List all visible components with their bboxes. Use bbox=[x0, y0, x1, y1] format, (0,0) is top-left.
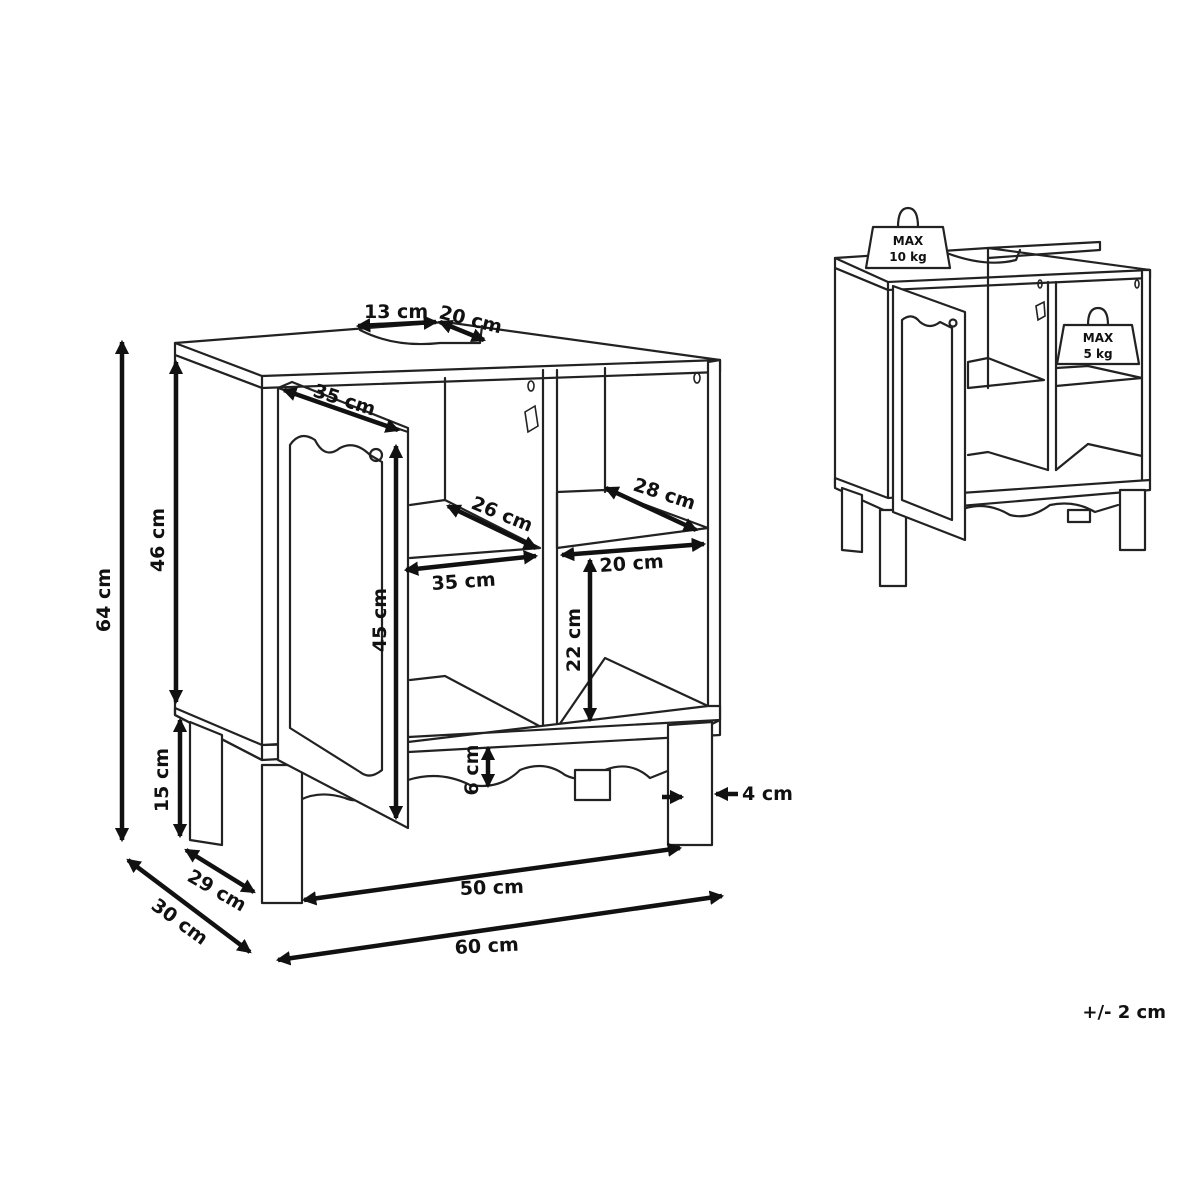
right-side-panel bbox=[706, 358, 722, 728]
label-35cm-shelf: 35 cm bbox=[431, 569, 497, 595]
weight-shelf-line2: 5 kg bbox=[1083, 347, 1112, 361]
weight-icon-top: MAX 10 kg bbox=[864, 206, 952, 270]
dim-arrow-28cm bbox=[604, 485, 698, 533]
top-cutout bbox=[358, 324, 484, 346]
door-glass-panel bbox=[288, 434, 384, 777]
label-45cm: 45 cm bbox=[369, 588, 391, 652]
label-28cm: 28 cm bbox=[630, 474, 698, 515]
weight-top-line2: 10 kg bbox=[889, 250, 926, 264]
left-side-panel bbox=[173, 353, 264, 762]
label-60cm: 60 cm bbox=[454, 934, 519, 959]
label-4cm: 4 cm bbox=[742, 783, 793, 805]
label-22cm: 22 cm bbox=[563, 608, 585, 672]
dim-arrow-13cm bbox=[355, 315, 439, 333]
label-20cm-shelf: 20 cm bbox=[599, 551, 665, 577]
weight-shelf-line1: MAX bbox=[1083, 331, 1114, 345]
label-30cm: 30 cm bbox=[147, 894, 212, 949]
right-shelf bbox=[555, 488, 710, 550]
dim-arrow-30cm bbox=[126, 858, 252, 954]
back-left-leg bbox=[188, 720, 224, 847]
label-6cm: 6 cm bbox=[461, 745, 483, 796]
tolerance-note: +/- 2 cm bbox=[1082, 1002, 1166, 1023]
dim-arrow-20cm-shelf bbox=[559, 537, 707, 562]
dimension-arrows bbox=[114, 315, 738, 966]
dim-arrow-35cm-door bbox=[281, 387, 401, 433]
weight-icon-shelf: MAX 5 kg bbox=[1055, 306, 1141, 366]
label-64cm: 64 cm bbox=[93, 568, 115, 632]
dim-arrow-20cm bbox=[438, 319, 486, 343]
label-13cm: 13 cm bbox=[364, 301, 428, 323]
dim-arrow-26cm bbox=[446, 503, 538, 551]
front-apron bbox=[406, 740, 672, 788]
front-left-leg bbox=[260, 763, 304, 905]
dim-arrow-35cm-shelf bbox=[403, 550, 539, 576]
front-right-leg bbox=[666, 720, 714, 847]
weight-top-line1: MAX bbox=[893, 234, 924, 248]
dim-arrow-60cm bbox=[275, 890, 725, 966]
thumbnail-drawing: MAX 10 kg MAX 5 kg bbox=[833, 206, 1152, 588]
door-knob bbox=[368, 447, 384, 463]
label-46cm: 46 cm bbox=[147, 508, 169, 572]
hinge-icon bbox=[524, 404, 539, 434]
thumb-open-door bbox=[891, 284, 967, 542]
main-cabinet-drawing bbox=[173, 320, 722, 905]
back-right-leg bbox=[573, 768, 612, 802]
label-50cm: 50 cm bbox=[459, 876, 524, 900]
top-board bbox=[173, 320, 722, 390]
label-15cm: 15 cm bbox=[151, 748, 173, 812]
